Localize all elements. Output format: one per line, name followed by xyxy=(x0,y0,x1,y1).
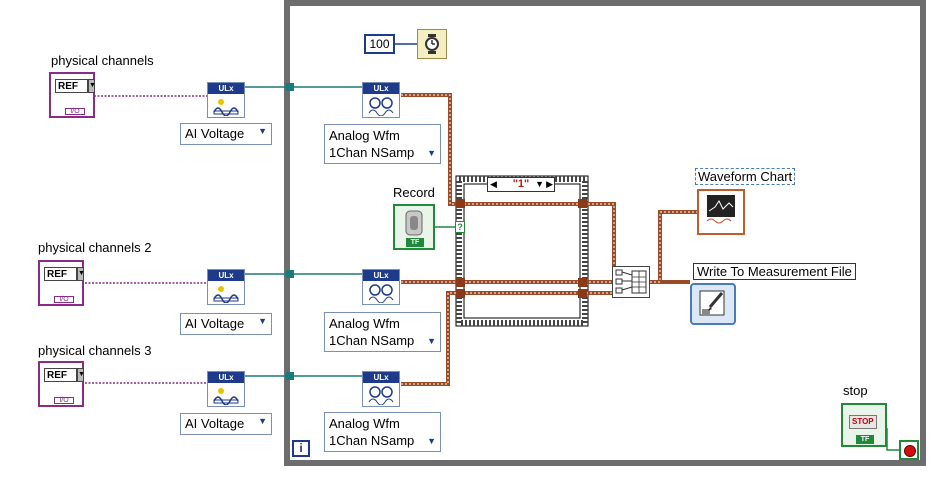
stop-button-terminal[interactable]: STOP TF xyxy=(841,403,887,447)
stop-tf: TF xyxy=(856,435,874,444)
create-channel-vi-1[interactable]: ULx xyxy=(207,82,245,118)
analog-wfm-line1: Analog Wfm xyxy=(329,416,400,431)
io-tag: I/O xyxy=(54,296,74,303)
chevron-down-icon: ▼ xyxy=(258,416,267,426)
physical-channels-2-label: physical channels 2 xyxy=(38,240,152,255)
chevron-down-icon: ▼ xyxy=(427,336,436,346)
chevron-down-icon[interactable]: ▼ xyxy=(77,368,85,382)
physical-channels-3-control[interactable]: REF ▼ I/O xyxy=(38,361,85,407)
analog-wfm-selector-1[interactable]: Analog Wfm 1Chan NSamp ▼ xyxy=(324,124,441,164)
write-file-icon xyxy=(699,290,725,316)
wait-ms-constant[interactable]: 100 xyxy=(364,34,395,54)
chevron-down-icon: ▼ xyxy=(258,316,267,326)
chevron-down-icon[interactable]: ▼ xyxy=(77,267,85,281)
create-channel-vi-2[interactable]: ULx xyxy=(207,269,245,305)
glasses-icon xyxy=(363,383,399,406)
record-tf: TF xyxy=(406,238,424,247)
vi-header: ULx xyxy=(363,372,399,383)
case-selector-value: "1" xyxy=(512,178,530,190)
write-file-text: Write To Measurement File xyxy=(697,264,852,279)
case-selector-terminal[interactable]: ? xyxy=(455,221,465,233)
physical-channels-2-control[interactable]: REF ▼ I/O xyxy=(38,260,85,306)
ai-voltage-label: AI Voltage xyxy=(185,316,245,331)
case-selector[interactable]: ◀ "1" ▼ ▶ xyxy=(487,177,555,192)
merge-signals-icon xyxy=(615,269,647,294)
chevron-down-icon: ▼ xyxy=(427,436,436,446)
chevron-down-icon[interactable]: ▼ xyxy=(88,79,96,93)
stop-button-text: STOP xyxy=(852,417,874,426)
vi-header: ULx xyxy=(208,270,244,281)
ai-voltage-selector-2[interactable]: AI Voltage ▼ xyxy=(180,313,272,335)
analog-wfm-line2: 1Chan NSamp xyxy=(329,145,415,160)
while-loop xyxy=(284,0,926,466)
ai-voltage-label: AI Voltage xyxy=(185,416,245,431)
stop-label: stop xyxy=(843,383,868,398)
vi-header: ULx xyxy=(363,83,399,94)
ai-voltage-selector-3[interactable]: AI Voltage ▼ xyxy=(180,413,272,435)
merge-signals-node[interactable] xyxy=(612,266,650,298)
write-file-label: Write To Measurement File xyxy=(693,263,856,280)
wait-timer-icon[interactable] xyxy=(417,29,447,59)
ai-voltage-label: AI Voltage xyxy=(185,126,245,141)
wait-ms-value: 100 xyxy=(369,37,390,51)
stop-button-face: STOP xyxy=(849,415,877,429)
analog-input-icon xyxy=(208,94,244,117)
analog-wfm-selector-3[interactable]: Analog Wfm 1Chan NSamp ▼ xyxy=(324,412,441,452)
case-prev-icon[interactable]: ◀ xyxy=(490,179,497,189)
record-label: Record xyxy=(393,185,435,200)
vi-header: ULx xyxy=(208,372,244,383)
io-tag: I/O xyxy=(65,108,85,115)
physical-channels-label: physical channels xyxy=(51,53,154,68)
physical-channels-value: REF xyxy=(55,79,88,93)
waveform-chart-label: Waveform Chart xyxy=(695,168,796,185)
analog-wfm-line1: Analog Wfm xyxy=(329,128,400,143)
analog-input-icon xyxy=(208,281,244,304)
analog-wfm-line1: Analog Wfm xyxy=(329,316,400,331)
chevron-down-icon: ▼ xyxy=(258,126,267,136)
vi-header: ULx xyxy=(363,270,399,281)
record-toggle[interactable]: TF xyxy=(393,204,435,250)
waveform-chart-text: Waveform Chart xyxy=(698,169,793,184)
read-vi-3[interactable]: ULx xyxy=(362,371,400,407)
case-next-arrow-icon[interactable]: ▶ xyxy=(546,179,553,189)
chart-icon xyxy=(706,195,735,224)
chevron-down-icon: ▼ xyxy=(427,148,436,158)
io-tag: I/O xyxy=(54,397,74,404)
analog-wfm-line2: 1Chan NSamp xyxy=(329,333,415,348)
case-selector-glyph: ? xyxy=(457,222,463,232)
iteration-glyph: i xyxy=(299,441,303,455)
physical-channels-2-value: REF xyxy=(44,267,77,281)
analog-wfm-selector-2[interactable]: Analog Wfm 1Chan NSamp ▼ xyxy=(324,312,441,352)
loop-condition-icon[interactable] xyxy=(899,440,919,460)
analog-input-icon xyxy=(208,383,244,406)
physical-channels-3-label: physical channels 3 xyxy=(38,343,152,358)
read-vi-1[interactable]: ULx xyxy=(362,82,400,118)
glasses-icon xyxy=(363,94,399,117)
read-vi-2[interactable]: ULx xyxy=(362,269,400,305)
physical-channels-3-value: REF xyxy=(44,368,77,382)
case-next-icon[interactable]: ▼ xyxy=(535,179,544,189)
toggle-switch-icon xyxy=(405,210,423,236)
vi-header: ULx xyxy=(208,83,244,94)
physical-channels-control[interactable]: REF ▼ I/O xyxy=(49,72,96,118)
write-file-express-vi[interactable] xyxy=(690,283,736,325)
ai-voltage-selector-1[interactable]: AI Voltage ▼ xyxy=(180,123,272,145)
analog-wfm-line2: 1Chan NSamp xyxy=(329,433,415,448)
glasses-icon xyxy=(363,281,399,304)
waveform-chart-terminal[interactable] xyxy=(697,189,745,235)
loop-iteration-terminal: i xyxy=(292,440,310,457)
create-channel-vi-3[interactable]: ULx xyxy=(207,371,245,407)
